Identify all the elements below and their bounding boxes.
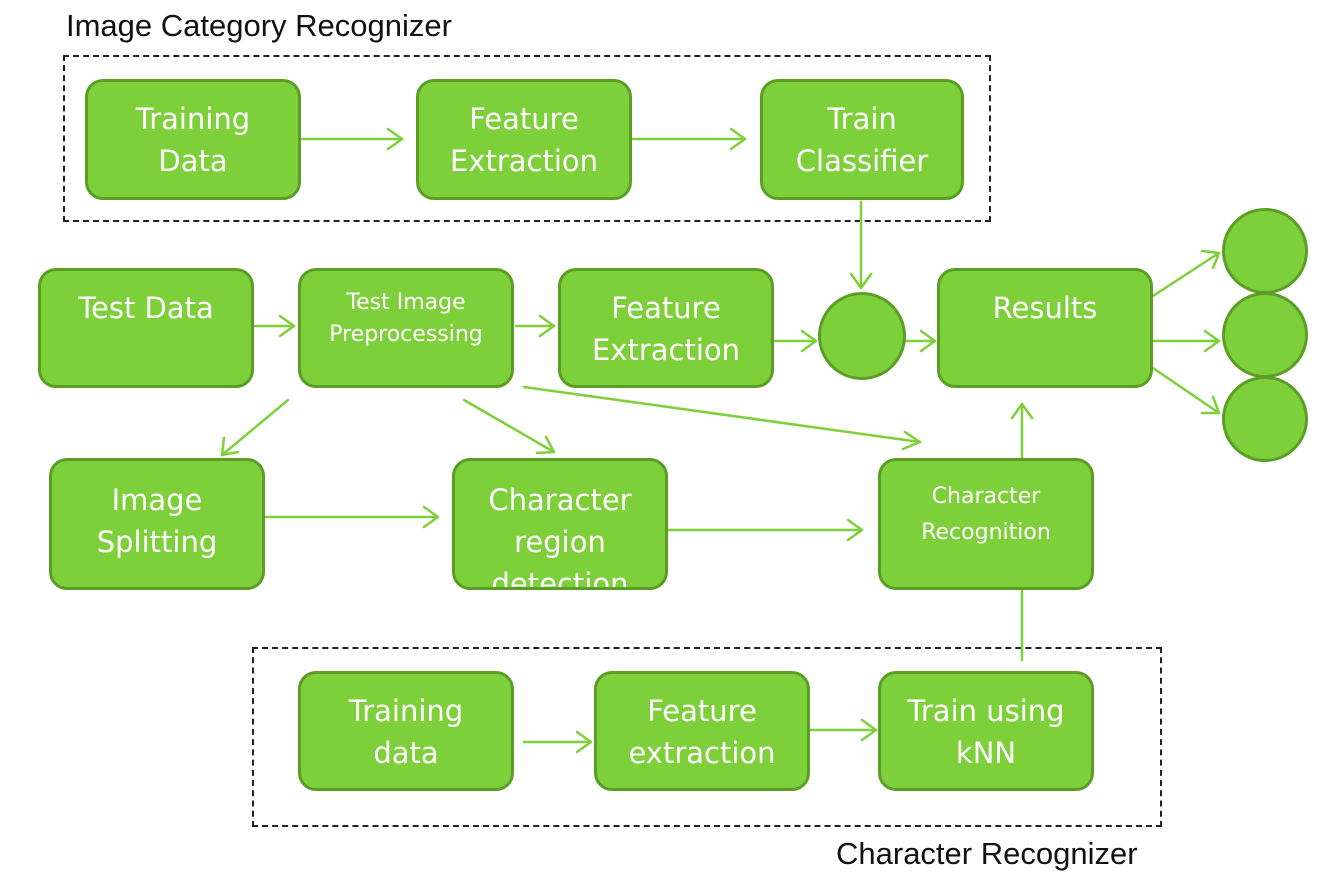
image-splitting-label-2: Splitting xyxy=(96,525,218,559)
image-category-recognizer-title: Image Category Recognizer xyxy=(66,8,452,43)
arrow-testdata-to-preprocessing xyxy=(253,314,296,338)
decision-circle xyxy=(818,292,906,380)
feature-extraction-mid-label-2: Extraction xyxy=(591,333,741,367)
train-knn-label-2: kNN xyxy=(955,736,1017,770)
train-classifier-label-2: Classifier xyxy=(795,144,929,178)
feature-extraction-top-box: Feature Extraction xyxy=(416,79,632,200)
train-knn-box: Train using kNN xyxy=(878,671,1094,791)
character-region-box: Character region detection xyxy=(452,458,668,590)
test-image-preprocessing-box: Test Image Preprocessing xyxy=(298,268,514,388)
character-region-label-3: detection xyxy=(491,567,629,590)
train-knn-label-1: Train using xyxy=(907,694,1065,728)
character-recognition-box: Character Recognition xyxy=(878,458,1094,590)
character-recognition-label-2: Recognition xyxy=(921,520,1051,545)
training-data-knn-box: Training data xyxy=(298,671,514,791)
arrow-results-to-output-1 xyxy=(1151,249,1221,298)
test-image-preprocessing-label-1: Test Image xyxy=(346,290,466,315)
arrow-results-to-output-2 xyxy=(1151,329,1221,353)
arrow-preprocessing-to-splitting xyxy=(220,398,290,457)
arrow-splitting-to-character-region xyxy=(264,505,440,529)
test-image-preprocessing-label-2: Preprocessing xyxy=(329,322,483,347)
feature-extraction-knn-label-1: Feature xyxy=(647,694,757,728)
feature-extraction-mid-label-1: Feature xyxy=(611,291,721,325)
feature-extraction-knn-label-2: extraction xyxy=(628,736,776,770)
test-data-label: Test Data xyxy=(78,291,214,325)
results-label: Results xyxy=(992,291,1098,325)
training-data-label-1: Training xyxy=(135,102,251,136)
train-classifier-box: Train Classifier xyxy=(760,79,964,200)
output-circle-2 xyxy=(1222,292,1308,378)
image-splitting-label-1: Image xyxy=(111,483,203,517)
training-data-box: Training Data xyxy=(85,79,301,200)
character-recognizer-title: Character Recognizer xyxy=(836,836,1138,871)
arrow-preprocessing-to-character-region xyxy=(462,398,556,455)
train-classifier-label-1: Train xyxy=(827,102,897,136)
feature-extraction-knn-box: Feature extraction xyxy=(594,671,810,791)
arrow-feature-to-classifier xyxy=(631,127,747,151)
training-data-knn-label-1: Training xyxy=(348,694,464,728)
arrow-knn-training-to-feature xyxy=(522,730,593,754)
arrow-character-region-to-recognition xyxy=(667,518,864,542)
arrow-knn-feature-to-train xyxy=(808,718,878,742)
feature-extraction-top-label-1: Feature xyxy=(469,102,579,136)
results-box: Results xyxy=(937,268,1153,388)
test-data-box: Test Data xyxy=(38,268,254,388)
arrow-classifier-to-decision xyxy=(849,200,873,290)
feature-extraction-top-label-2: Extraction xyxy=(449,144,599,178)
training-data-label-2: Data xyxy=(158,144,228,178)
output-circle-1 xyxy=(1222,208,1308,294)
arrow-results-to-output-3 xyxy=(1151,366,1221,415)
image-category-recognizer-group xyxy=(63,55,991,222)
image-splitting-box: Image Splitting xyxy=(49,458,265,590)
arrow-decision-to-results xyxy=(903,329,937,353)
character-recognition-label-1: Character xyxy=(931,484,1041,509)
feature-extraction-mid-box: Feature Extraction xyxy=(558,268,774,388)
character-recognizer-group xyxy=(252,647,1162,827)
character-region-label-2: region xyxy=(514,525,606,559)
arrow-feature-to-decision xyxy=(773,329,818,353)
output-circle-3 xyxy=(1222,376,1308,462)
arrow-training-to-feature xyxy=(300,127,404,151)
training-data-knn-label-2: data xyxy=(373,736,439,770)
arrow-preprocessing-to-recognition xyxy=(522,385,922,451)
arrow-recognition-to-results xyxy=(1010,402,1034,461)
arrow-preprocessing-to-feature xyxy=(514,314,556,338)
character-region-label-1: Character xyxy=(488,483,632,517)
